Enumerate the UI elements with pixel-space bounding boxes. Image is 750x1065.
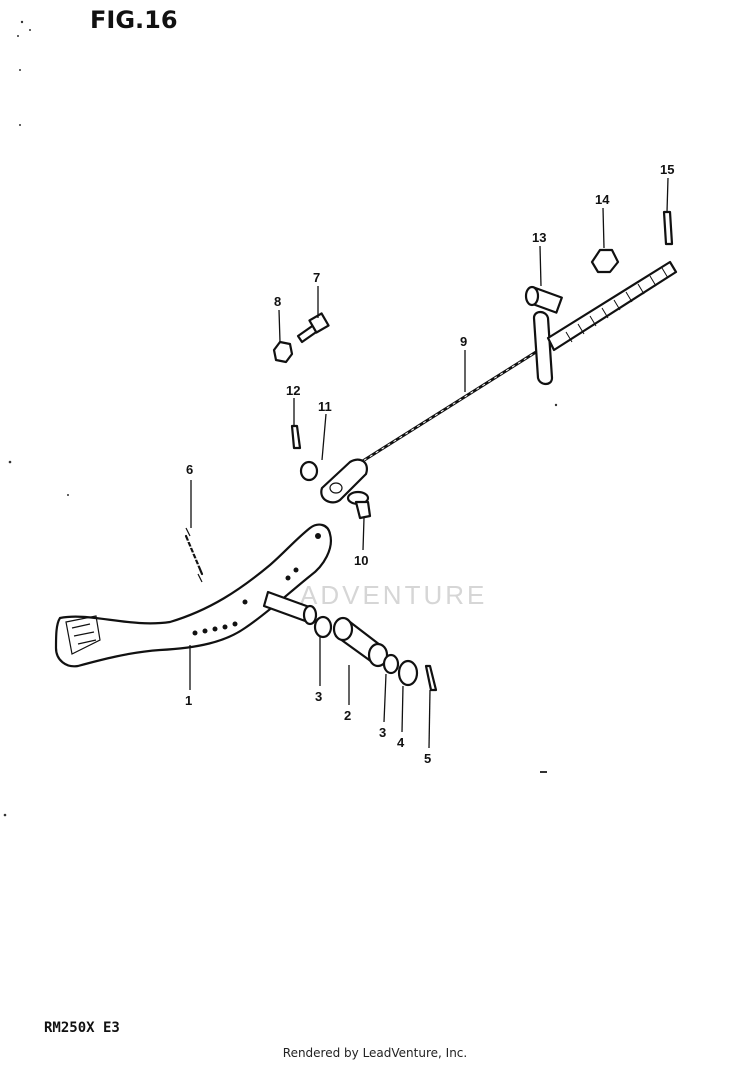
washer-part-2[interactable] [382, 653, 400, 675]
adjusting-nut-part[interactable] [590, 248, 620, 274]
brake-rod-part[interactable] [320, 350, 537, 504]
flat-washer-part[interactable] [397, 659, 419, 687]
callout-7: 7 [313, 270, 320, 285]
render-credit: Rendered by LeadVenture, Inc. [282, 1046, 468, 1060]
brake-rod-adjuster-part[interactable] [532, 260, 678, 386]
callout-3b: 3 [379, 725, 386, 740]
cotter-pin-part[interactable] [424, 664, 438, 692]
nut-part[interactable] [272, 340, 294, 364]
figure-title: FIG.16 [90, 6, 178, 34]
callout-15: 15 [660, 162, 674, 177]
watermark: ADVENTURE [300, 580, 488, 610]
return-spring-part[interactable] [183, 527, 205, 583]
clevis-pin-part[interactable] [346, 490, 372, 520]
scan-specks [3, 20, 558, 817]
callout-4: 4 [397, 735, 405, 750]
callout-14: 14 [595, 192, 610, 207]
bolt-part[interactable] [296, 312, 330, 344]
small-washer-part[interactable] [299, 460, 319, 482]
callout-10: 10 [354, 553, 368, 568]
leader-lines [189, 177, 669, 749]
callout-11: 11 [318, 399, 332, 414]
small-cotter-pin-part[interactable] [290, 424, 302, 450]
callout-3: 3 [315, 689, 322, 704]
pin-part-15[interactable] [662, 210, 674, 246]
callout-13: 13 [532, 230, 546, 245]
callout-labels: 1 2 3 3 4 5 6 7 8 9 10 11 12 13 14 15 [185, 162, 674, 766]
bushing-part[interactable] [332, 616, 389, 668]
callout-1: 1 [185, 693, 192, 708]
callout-2: 2 [344, 708, 351, 723]
model-code: RM250X E3 [44, 1020, 120, 1036]
callout-8: 8 [274, 294, 281, 309]
washer-part[interactable] [313, 615, 333, 639]
joint-part[interactable] [524, 285, 563, 314]
brake-pedal-part[interactable] [54, 523, 332, 668]
callout-6: 6 [186, 462, 193, 477]
callout-12: 12 [286, 383, 300, 398]
callout-5: 5 [424, 751, 431, 766]
callout-9: 9 [460, 334, 467, 349]
